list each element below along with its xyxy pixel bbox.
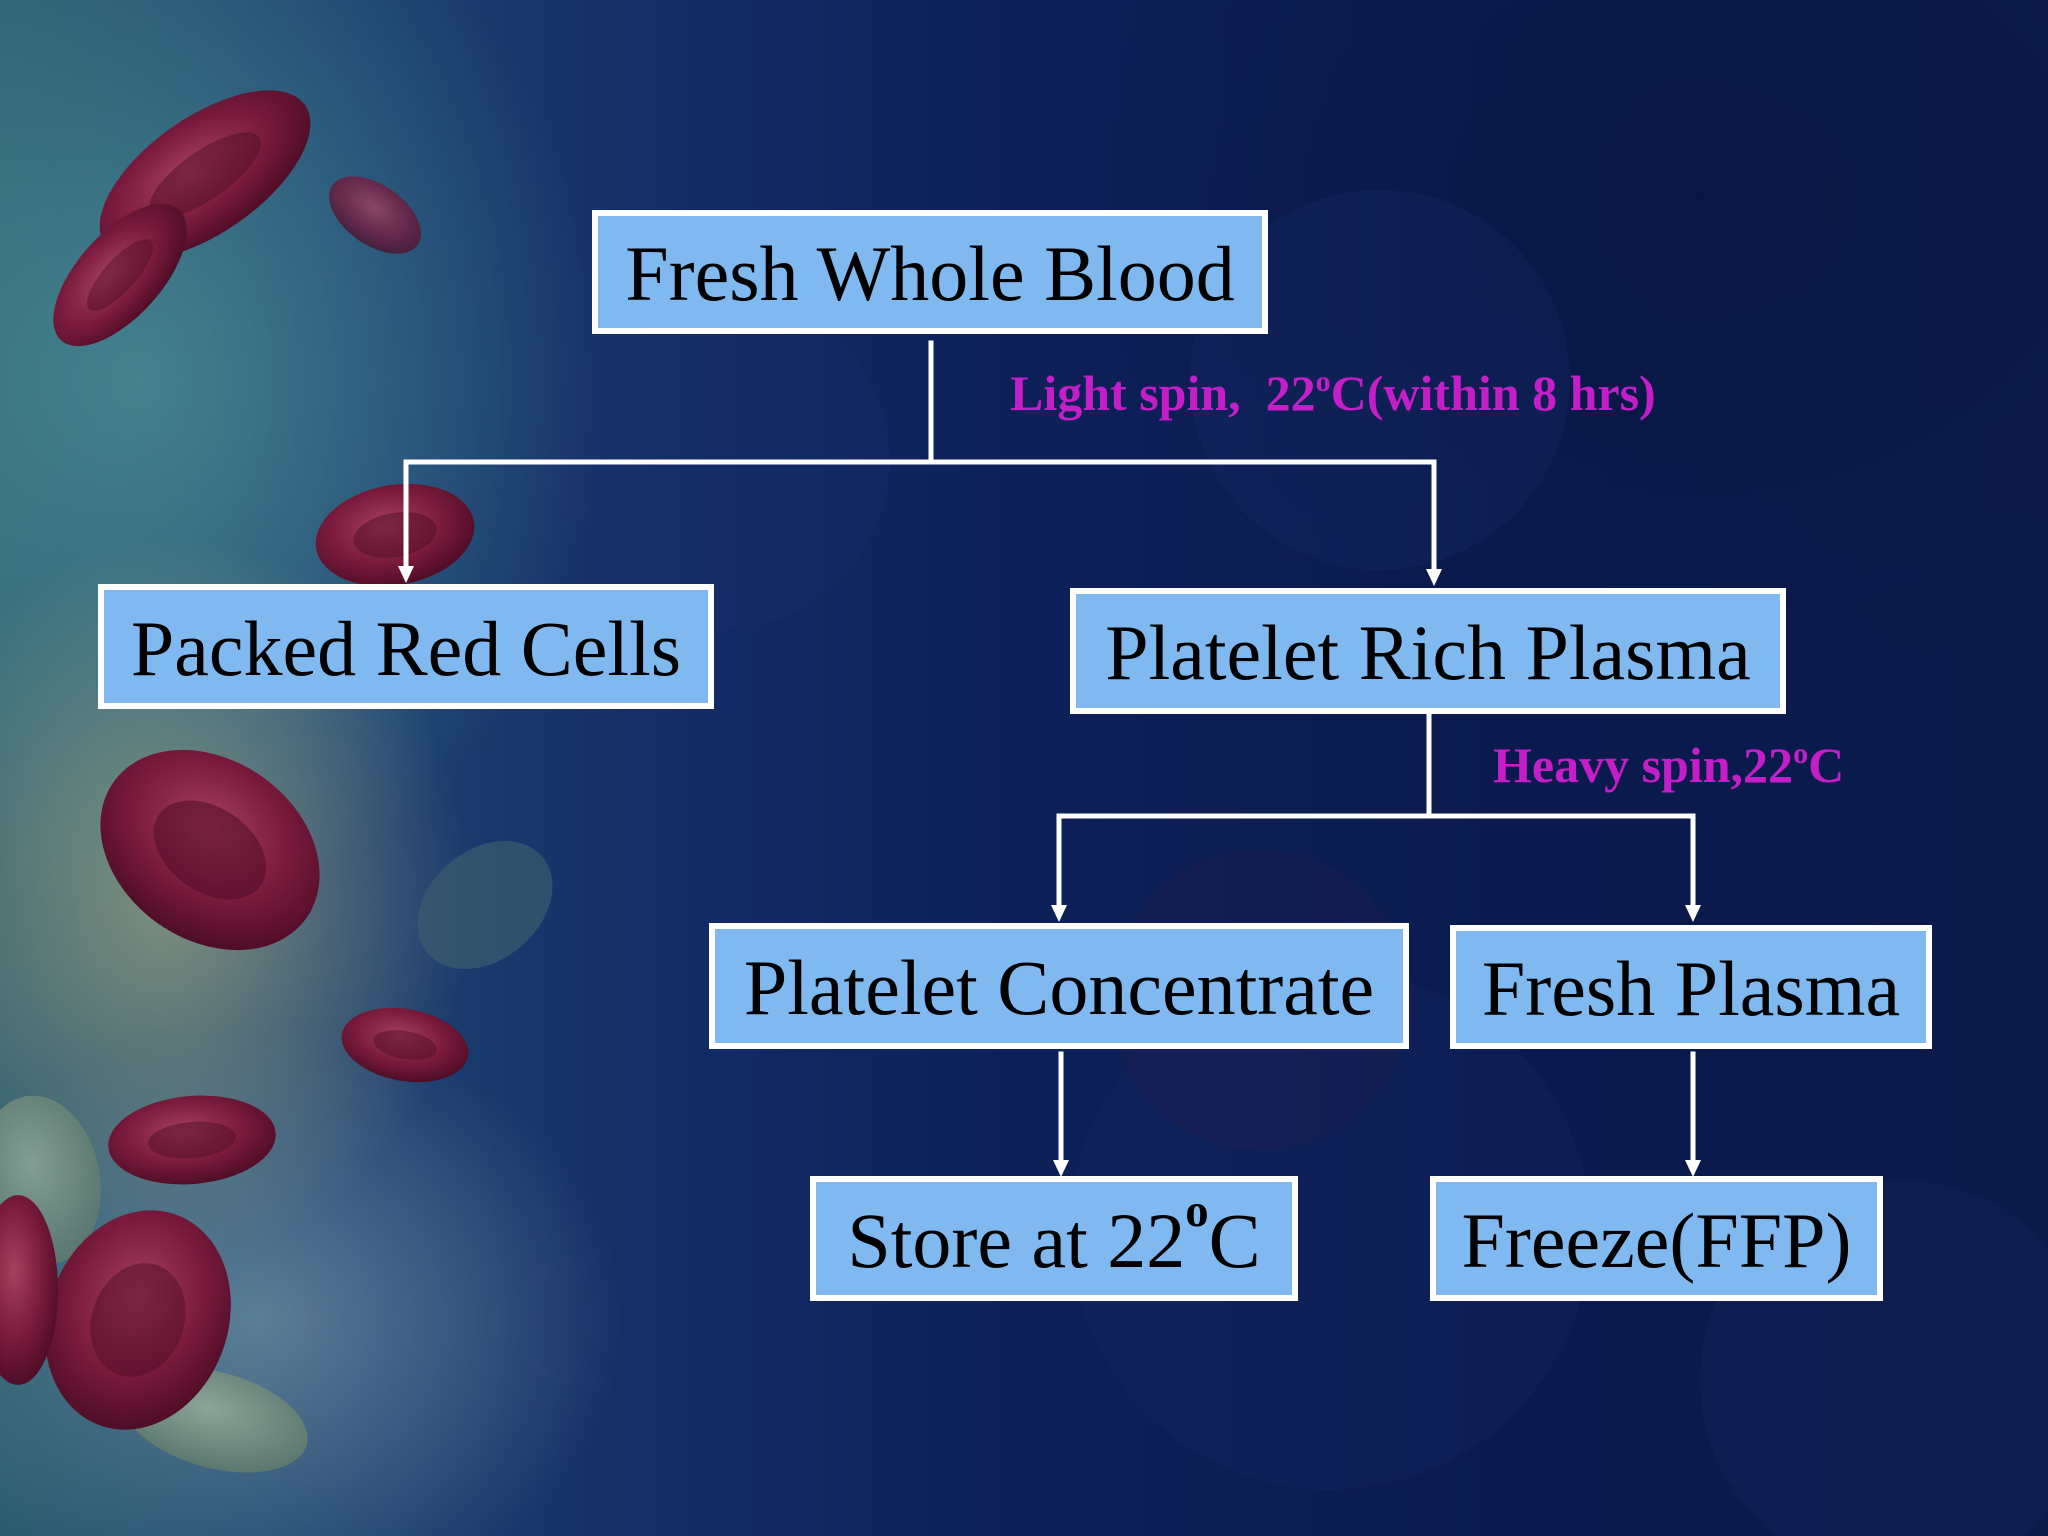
edge-label-text: Heavy spin,22 bbox=[1493, 737, 1794, 793]
node-label: Platelet Concentrate bbox=[743, 944, 1375, 1031]
node-label: Fresh Whole Blood bbox=[625, 230, 1235, 317]
red-blood-cell bbox=[341, 1007, 469, 1083]
cell-body bbox=[417, 840, 553, 970]
node-packed-red-cells: Packed Red Cells bbox=[98, 584, 714, 709]
red-blood-cell bbox=[53, 203, 187, 347]
edge-label-superscript: o bbox=[1793, 737, 1809, 771]
arrowhead-store bbox=[1053, 1160, 1069, 1177]
edge-label-text: Light spin, 22 bbox=[1010, 365, 1316, 421]
cell-body bbox=[53, 203, 187, 347]
red-blood-cell bbox=[108, 1095, 276, 1185]
arrowhead-packed-red-cells bbox=[398, 566, 414, 583]
cell-dimple bbox=[153, 800, 267, 900]
node-label: Freeze(FFP) bbox=[1461, 1196, 1852, 1284]
faint-cell-silhouette bbox=[1070, 970, 1590, 1490]
cell-dimple bbox=[148, 1121, 236, 1159]
edge-label-light-spin: Light spin, 22oC(within 8 hrs) bbox=[1010, 365, 1656, 421]
arrowhead-platelet-rich-plasma bbox=[1426, 569, 1442, 586]
edge-label-heavy-spin: Heavy spin,22oC bbox=[1493, 737, 1845, 793]
arrowhead-platelet-concentrate bbox=[1051, 905, 1067, 922]
node-label-unit: C bbox=[1208, 1196, 1261, 1284]
grey-cell bbox=[417, 840, 553, 970]
node-label: Packed Red Cells bbox=[130, 604, 682, 692]
edge-label-text-tail: C bbox=[1808, 737, 1845, 793]
edge-label-superscript: o bbox=[1315, 365, 1331, 399]
arrowhead-freeze bbox=[1685, 1160, 1701, 1177]
cell-dimple bbox=[353, 512, 437, 558]
node-fresh-plasma: Fresh Plasma bbox=[1450, 925, 1932, 1049]
node-label: Fresh Plasma bbox=[1481, 945, 1901, 1032]
red-blood-cell bbox=[315, 483, 475, 587]
cell-dimple bbox=[90, 1263, 186, 1377]
cell-dimple bbox=[373, 1030, 437, 1060]
node-label-main: Store at 22 bbox=[847, 1196, 1186, 1284]
node-platelet-rich-plasma: Platelet Rich Plasma bbox=[1070, 588, 1786, 714]
node-platelet-concentrate: Platelet Concentrate bbox=[709, 923, 1409, 1049]
node-label: Platelet Rich Plasma bbox=[1105, 609, 1751, 696]
cell-body bbox=[0, 1195, 58, 1385]
red-blood-cell bbox=[100, 749, 320, 951]
cell-dimple bbox=[149, 132, 261, 218]
node-fresh-whole-blood: Fresh Whole Blood bbox=[592, 210, 1268, 334]
edge-label-text-tail: C(within 8 hrs) bbox=[1330, 365, 1656, 421]
red-blood-cell bbox=[45, 1210, 231, 1430]
node-freeze: Freeze(FFP) bbox=[1430, 1176, 1883, 1301]
cell-body bbox=[329, 176, 421, 254]
cell-dimple bbox=[87, 239, 153, 311]
faint-cell-silhouette bbox=[1190, 190, 1570, 570]
arrowhead-fresh-plasma bbox=[1685, 905, 1701, 922]
red-blood-cell bbox=[0, 1195, 58, 1385]
red-blood-cell bbox=[329, 176, 421, 254]
